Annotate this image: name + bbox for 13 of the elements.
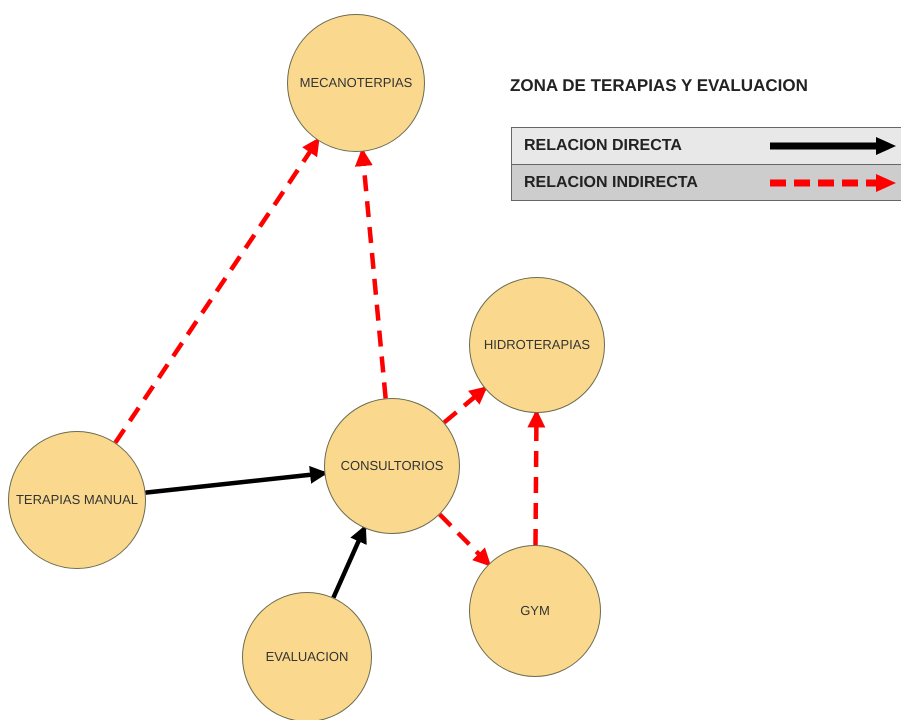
arrow bbox=[331, 524, 367, 599]
area-label: MECANOTERPIAS bbox=[300, 74, 412, 92]
area-label: CONSULTORIOS bbox=[340, 456, 444, 475]
arrow bbox=[114, 137, 320, 444]
area-label: EVALUACION bbox=[266, 648, 348, 666]
area-label: TERAPIAS MANUAL bbox=[16, 490, 138, 509]
legend-label: RELACION DIRECTA bbox=[524, 137, 682, 155]
area-label: GYM bbox=[520, 602, 550, 620]
area-label: HIDROTERAPIAS bbox=[484, 336, 590, 354]
arrow bbox=[442, 386, 488, 424]
title: ZONA DE TERAPIAS Y EVALUACION bbox=[510, 76, 808, 96]
arrow bbox=[438, 512, 492, 567]
legend-label: RELACION INDIRECTA bbox=[524, 174, 698, 192]
